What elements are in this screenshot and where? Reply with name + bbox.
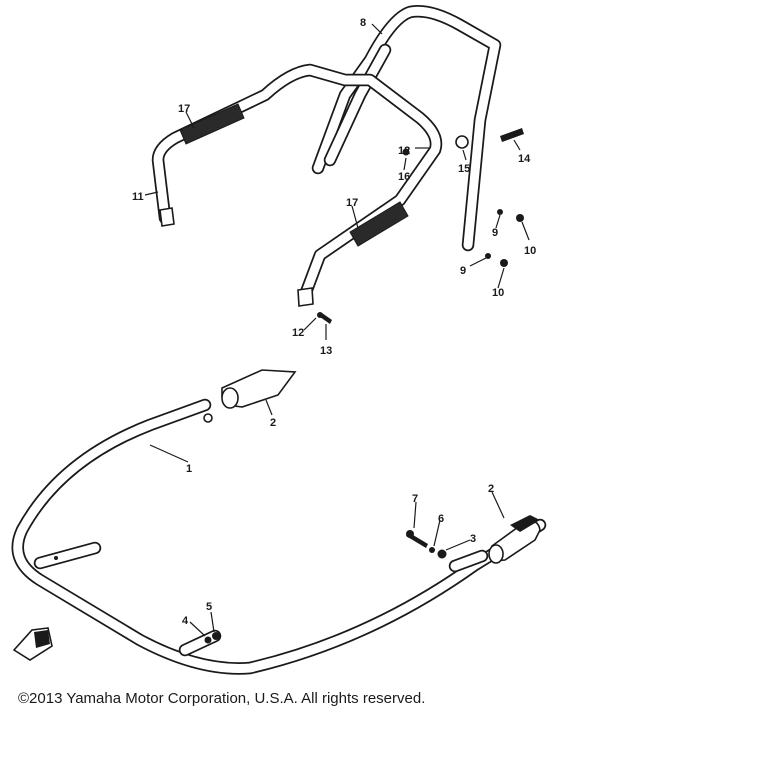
callout-10b: 10 [492,287,504,299]
callout-7: 7 [412,493,418,505]
callout-2a: 2 [270,417,276,429]
nut-10b [500,259,508,267]
bolt-14 [500,128,524,142]
callouts: 1 2 2 3 4 5 6 7 8 9 9 10 10 11 12 12 13 … [132,17,536,627]
callout-4: 4 [182,615,189,627]
front-arrow-icon [12,627,53,661]
callout-16: 16 [398,171,410,183]
end-cap-lower [488,515,541,564]
callout-6: 6 [438,513,444,525]
callout-8: 8 [360,17,366,29]
callout-12b: 12 [398,145,410,157]
bumper-tube [11,398,547,675]
bolt-7 [406,530,428,548]
washer-9b [485,253,491,259]
leader-lines [144,23,530,637]
end-cap-upper [221,369,297,409]
callout-15: 15 [458,163,470,175]
copyright-text: ©2013 Yamaha Motor Corporation, U.S.A. A… [18,690,426,707]
handlebar-loop [311,5,502,252]
callout-1: 1 [186,463,192,475]
washer-4 [204,636,212,644]
grip-lower [349,201,409,247]
callout-10a: 10 [524,245,536,257]
callout-13: 13 [320,345,332,357]
callout-17a: 17 [178,103,190,115]
callout-3: 3 [470,533,476,545]
washer-9a [497,209,503,215]
callout-12a: 12 [292,327,304,339]
nut-10a [516,214,524,222]
callout-11: 11 [132,191,144,203]
callout-9b: 9 [460,265,466,277]
clamp-15 [455,135,469,149]
callout-9a: 9 [492,227,498,239]
washer-6 [429,547,435,553]
callout-14: 14 [518,153,531,165]
grab-bar [151,63,443,307]
callout-17b: 17 [346,197,358,209]
nut-3 [437,549,447,559]
callout-2b: 2 [488,483,494,495]
nut-16 [402,148,410,156]
callout-5: 5 [206,601,212,613]
grip-upper [179,103,245,145]
nut-5 [212,632,220,640]
bolt-13 [320,313,332,324]
